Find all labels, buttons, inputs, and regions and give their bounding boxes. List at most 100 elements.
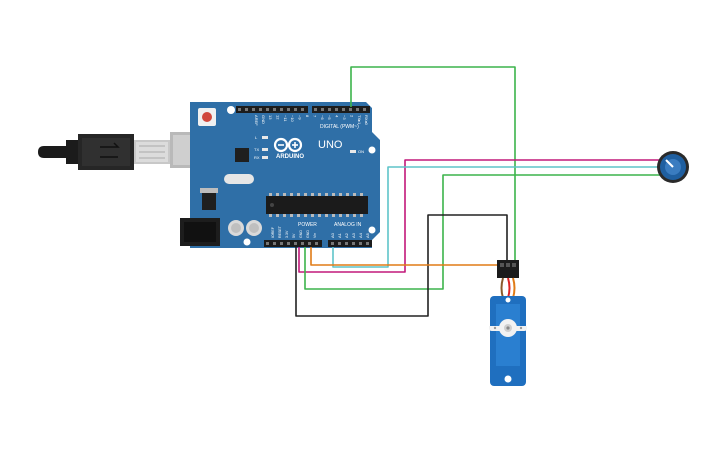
- mount-hole: [368, 226, 376, 234]
- chip-leg: [269, 193, 272, 196]
- chip-leg: [297, 193, 300, 196]
- header-pin[interactable]: [252, 108, 255, 111]
- pin-label: IOREF: [271, 226, 275, 238]
- header-pin[interactable]: [287, 108, 290, 111]
- header-pin[interactable]: [314, 108, 317, 111]
- wire-green-gnd[interactable]: [304, 174, 668, 290]
- pin-label: GND: [261, 115, 266, 124]
- chip-leg: [318, 214, 321, 217]
- model-text: UNO: [318, 139, 343, 151]
- atmega-chip: [266, 196, 368, 214]
- header-pin[interactable]: [301, 108, 304, 111]
- header-pin[interactable]: [308, 242, 311, 245]
- header-digital-left: [236, 106, 308, 113]
- pin-label: Vin: [313, 233, 317, 238]
- chip-leg: [304, 193, 307, 196]
- pin-label: 5V: [292, 233, 296, 238]
- brand-text: ARDUINO: [276, 154, 304, 160]
- pin-label: 13: [268, 115, 273, 120]
- pin-label: A2: [344, 232, 349, 238]
- wire-green-signal[interactable]: [350, 66, 516, 262]
- header-pin[interactable]: [266, 108, 269, 111]
- chip-leg: [311, 193, 314, 196]
- crystal: [224, 174, 254, 184]
- svg-text:L: L: [255, 135, 258, 140]
- chip-leg: [353, 193, 356, 196]
- wires: [295, 66, 668, 317]
- chip-leg: [283, 193, 286, 196]
- header-pin[interactable]: [345, 242, 348, 245]
- mount-hole: [227, 106, 235, 114]
- header-pin[interactable]: [338, 242, 341, 245]
- chip-leg: [332, 214, 335, 217]
- header-pin[interactable]: [328, 108, 331, 111]
- pin-label: 2: [349, 115, 354, 118]
- usb-cable[interactable]: [38, 132, 216, 170]
- led-on: [350, 150, 356, 153]
- header-pin[interactable]: [366, 242, 369, 245]
- power-label: POWER: [298, 222, 317, 228]
- pin-label: ~6: [320, 115, 325, 120]
- header-pin[interactable]: [349, 108, 352, 111]
- servo-mount-hole: [504, 375, 512, 383]
- header-pin[interactable]: [335, 108, 338, 111]
- pin-label: ~10: [290, 115, 295, 123]
- svg-text:RX: RX: [254, 155, 260, 160]
- wire-magenta[interactable]: [298, 159, 668, 273]
- pin-label: A5: [365, 232, 370, 238]
- pin-label: ~3: [342, 115, 347, 120]
- header-pin[interactable]: [321, 108, 324, 111]
- chip-leg: [304, 214, 307, 217]
- header-pin[interactable]: [315, 242, 318, 245]
- chip-leg: [297, 214, 300, 217]
- led-tx: [262, 148, 268, 151]
- led-rx: [262, 156, 268, 159]
- header-pin[interactable]: [259, 108, 262, 111]
- header-pin[interactable]: [352, 242, 355, 245]
- chip-leg: [339, 193, 342, 196]
- header-pin[interactable]: [356, 108, 359, 111]
- header-pin[interactable]: [266, 242, 269, 245]
- pin-label: RESET: [278, 225, 282, 238]
- pin-label: ~9: [298, 115, 303, 120]
- header-pin[interactable]: [363, 108, 366, 111]
- chip-leg: [311, 214, 314, 217]
- wire-cyan[interactable]: [332, 166, 668, 268]
- digital-label: DIGITAL (PWM~): [320, 124, 359, 130]
- chip-leg: [353, 214, 356, 217]
- header-pin[interactable]: [280, 242, 283, 245]
- header-pin[interactable]: [359, 242, 362, 245]
- analog-label: ANALOG IN: [334, 222, 362, 228]
- chip-leg: [360, 193, 363, 196]
- pin-label: AREF: [254, 115, 259, 126]
- usb-chip: [235, 148, 249, 162]
- pin-label: A3: [351, 232, 356, 238]
- header-pin[interactable]: [294, 108, 297, 111]
- pin-label: A0: [330, 232, 335, 238]
- header-pin[interactable]: [342, 108, 345, 111]
- header-pin[interactable]: [245, 108, 248, 111]
- pin-label: GND: [299, 230, 303, 238]
- header-pin[interactable]: [301, 242, 304, 245]
- chip-leg: [346, 214, 349, 217]
- header-pin[interactable]: [238, 108, 241, 111]
- header-pin[interactable]: [273, 242, 276, 245]
- chip-leg: [325, 214, 328, 217]
- chip-leg: [339, 214, 342, 217]
- pin-label: A1: [337, 232, 342, 238]
- potentiometer[interactable]: [657, 151, 689, 183]
- micro-servo[interactable]: [489, 260, 527, 386]
- header-pin[interactable]: [294, 242, 297, 245]
- header-pin[interactable]: [273, 108, 276, 111]
- usb-symbol-icon: [100, 142, 120, 158]
- servo-connector: [497, 260, 519, 278]
- chip-leg: [276, 193, 279, 196]
- header-pin[interactable]: [331, 242, 334, 245]
- header-pin[interactable]: [287, 242, 290, 245]
- header-pin[interactable]: [280, 108, 283, 111]
- header-power: [264, 240, 322, 247]
- chip-leg: [290, 193, 293, 196]
- wire-orange[interactable]: [310, 247, 511, 266]
- pin-label: TX▸1: [357, 115, 362, 125]
